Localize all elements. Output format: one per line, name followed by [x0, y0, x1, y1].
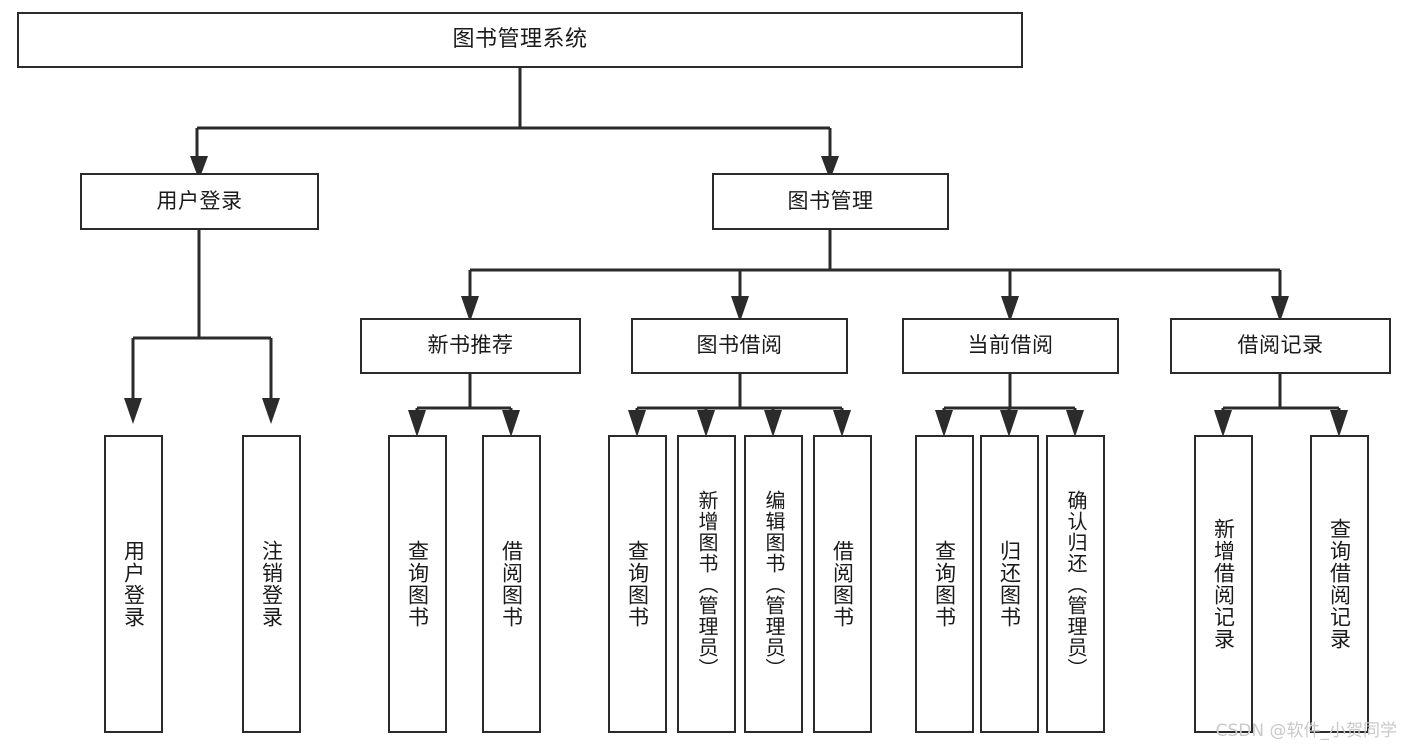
node-root-book-management-system[interactable]: 图书管理系统: [17, 12, 1023, 68]
node-label: 新书推荐: [427, 333, 514, 358]
node-label: 用户登录: [156, 188, 243, 213]
leaf-book-borrow-add-admin[interactable]: 新增图书（管理员）: [677, 435, 736, 733]
node-label: 查询图书: [625, 540, 650, 628]
leaf-user-login-login[interactable]: 用户登录: [104, 435, 163, 733]
node-label: 查询借阅记录: [1327, 518, 1352, 650]
leaf-user-login-logout[interactable]: 注销登录: [242, 435, 301, 733]
node-user-login[interactable]: 用户登录: [80, 173, 319, 230]
node-label: 编辑图书（管理员）: [762, 489, 786, 679]
leaf-book-borrow-query[interactable]: 查询图书: [608, 435, 667, 733]
node-label: 借阅图书: [499, 540, 524, 628]
leaf-book-borrow-edit-admin[interactable]: 编辑图书（管理员）: [744, 435, 803, 733]
leaf-new-book-borrow[interactable]: 借阅图书: [482, 435, 541, 733]
leaf-borrow-record-query[interactable]: 查询借阅记录: [1310, 435, 1369, 733]
node-label: 新增借阅记录: [1211, 518, 1236, 650]
leaf-current-borrow-query[interactable]: 查询图书: [915, 435, 974, 733]
node-label: 当前借阅: [967, 333, 1054, 358]
node-label: 注销登录: [259, 540, 284, 628]
node-label: 归还图书: [997, 540, 1022, 628]
leaf-current-borrow-confirm-admin[interactable]: 确认归还（管理员）: [1046, 435, 1105, 733]
node-label: 图书管理系统: [452, 26, 588, 52]
leaf-borrow-record-add[interactable]: 新增借阅记录: [1194, 435, 1253, 733]
node-label: 查询图书: [405, 540, 430, 628]
leaf-book-borrow-borrow[interactable]: 借阅图书: [813, 435, 872, 733]
node-book-borrow[interactable]: 图书借阅: [631, 318, 848, 374]
watermark-text: CSDN @软件_小贺同学: [1215, 721, 1397, 741]
node-label: 查询图书: [932, 540, 957, 628]
node-current-borrow[interactable]: 当前借阅: [902, 318, 1119, 374]
node-new-book-recommend[interactable]: 新书推荐: [360, 318, 581, 374]
node-book-management[interactable]: 图书管理: [712, 173, 949, 230]
node-label: 借阅记录: [1237, 333, 1324, 358]
node-label: 用户登录: [121, 540, 146, 628]
node-label: 借阅图书: [830, 540, 855, 628]
node-label: 图书借阅: [696, 333, 783, 358]
node-label: 图书管理: [787, 188, 874, 213]
node-label: 确认归还（管理员）: [1064, 489, 1088, 679]
node-label: 新增图书（管理员）: [695, 489, 719, 679]
leaf-current-borrow-return[interactable]: 归还图书: [980, 435, 1039, 733]
node-borrow-record[interactable]: 借阅记录: [1170, 318, 1391, 374]
leaf-new-book-query[interactable]: 查询图书: [388, 435, 447, 733]
